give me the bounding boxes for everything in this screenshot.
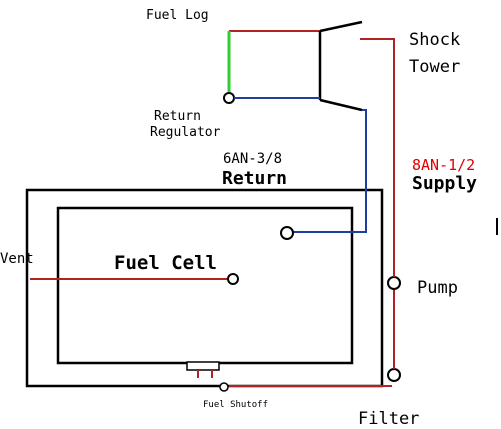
return-line-to-cell <box>293 109 367 233</box>
shock-tower-top <box>319 20 363 33</box>
vent-port <box>227 273 239 285</box>
return-label: Return <box>222 168 287 189</box>
fuel-shutoff-label: Fuel Shutoff <box>203 400 268 410</box>
shock-tower-label-line2: Tower <box>409 57 460 77</box>
supply-size-label: 8AN-1/2 <box>412 156 475 174</box>
return-regulator-port <box>223 92 235 104</box>
supply-line-pump-to-tower <box>360 38 395 277</box>
return-regulator-label-line2: Regulator <box>150 125 221 140</box>
pump-port <box>387 276 401 290</box>
fuel-log-label: Fuel Log <box>146 8 209 23</box>
return-size-label: 6AN-3/8 <box>223 151 282 167</box>
vent-label: Vent <box>0 251 34 267</box>
pump-label: Pump <box>417 278 458 298</box>
shock-tower-label-line1: Shock <box>409 30 460 50</box>
fuel-cell-outer-box <box>25 188 384 388</box>
filter-label: Filter <box>358 409 419 429</box>
shutoff-outlet-port <box>219 382 229 392</box>
return-regulator-label-line1: Return <box>154 109 201 124</box>
fuel-cell-label: Fuel Cell <box>114 252 217 274</box>
shutoff-valve-body <box>186 361 220 371</box>
shock-tower-bottom <box>319 98 363 112</box>
return-port <box>280 226 294 240</box>
filter-port <box>387 368 401 382</box>
supply-label: Supply <box>412 173 477 194</box>
